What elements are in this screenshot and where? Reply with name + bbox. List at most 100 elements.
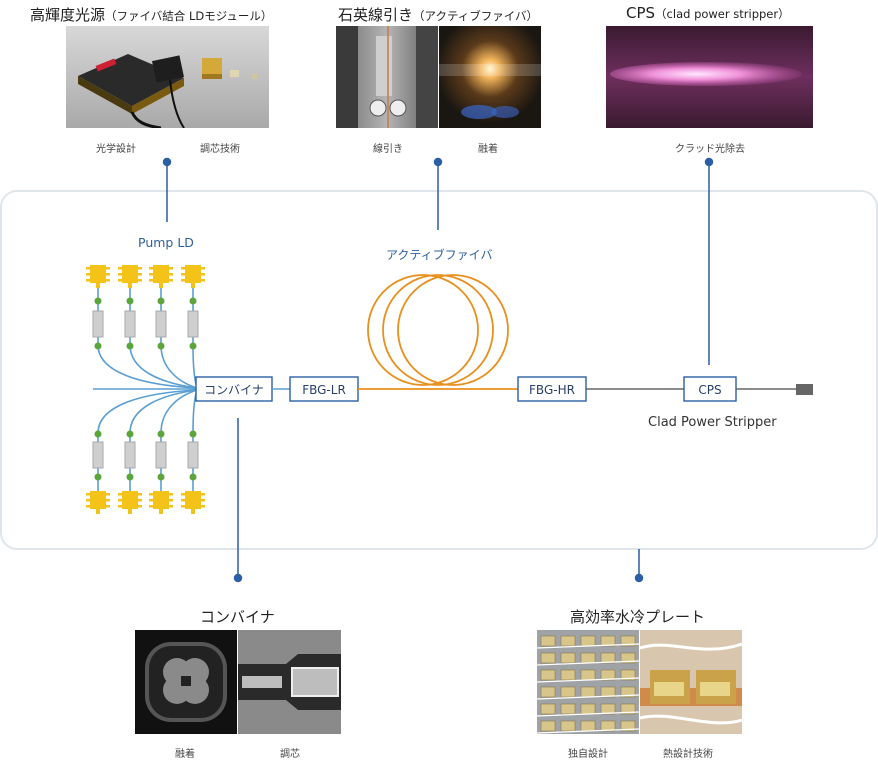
pump-ld-top-2: [149, 265, 173, 288]
pump-ld-top-3: [181, 265, 205, 288]
plate-design-photo: [537, 630, 639, 734]
plate-module-0-0: [540, 635, 556, 647]
combiner-box: [195, 376, 273, 402]
caption-fusion: 融着: [478, 144, 498, 155]
plate-module-2-1: [560, 669, 576, 681]
ld-module-photo: [66, 26, 269, 128]
plate-wire-4: [537, 711, 639, 717]
plate-thermal-photo: [640, 630, 742, 734]
joint-top-b-2: [157, 342, 165, 350]
joint-bottom-b-1: [126, 473, 134, 481]
fbg-hr-label: FBG-HR: [529, 383, 575, 397]
plate-wire-3: [537, 694, 639, 700]
connector-dot-cps: [704, 157, 714, 167]
caption-optical-design: 光学設計: [96, 144, 136, 155]
joint-top-a-1: [126, 297, 134, 305]
connector-dot-combiner: [233, 573, 243, 583]
plate-module-3-3: [600, 686, 616, 698]
plate-module-0-4: [620, 635, 636, 647]
combiner-box-label: コンバイナ: [204, 383, 264, 397]
isolator-bottom-0: [92, 441, 104, 469]
active-fiber-coil: [358, 274, 518, 390]
pump-ld-bottom-3: [181, 491, 205, 514]
connector-dot-laser: [162, 157, 172, 167]
joint-bottom-a-2: [157, 430, 165, 438]
plate-wire-0: [537, 643, 639, 649]
plate-module-4-3: [600, 703, 616, 715]
combiner-cross-section-photo: [135, 630, 237, 734]
joint-top-a-2: [157, 297, 165, 305]
joint-bottom-a-1: [126, 430, 134, 438]
active-fiber-label: アクティブファイバ: [386, 248, 493, 262]
draw-title: 石英線引き（アクティブファイバ）: [338, 6, 539, 24]
joint-top-a-3: [189, 297, 197, 305]
caption-combiner-fusion: 融着: [175, 749, 195, 760]
joint-top-a-0: [94, 297, 102, 305]
isolator-bottom-3: [187, 441, 199, 469]
joint-bottom-a-3: [189, 430, 197, 438]
isolator-top-1: [124, 310, 136, 338]
fiber-draw-machine-photo: [336, 26, 438, 128]
plate-module-5-2: [580, 720, 596, 732]
fbg-lr-box: [289, 376, 359, 402]
plate-module-5-3: [600, 720, 616, 732]
caption-thermal-design: 熱設計技術: [663, 749, 713, 760]
pump-ld-top-0: [86, 265, 110, 288]
plate-module-1-3: [600, 652, 616, 664]
caption-combiner-alignment: 調芯: [280, 749, 300, 760]
plate-module-3-0: [540, 686, 556, 698]
cps-glow-photo: [606, 26, 813, 128]
plate-module-5-0: [540, 720, 556, 732]
plate-wire-1: [537, 660, 639, 666]
combiner-title: コンバイナ: [200, 608, 275, 626]
caption-original-design: 独自設計: [568, 749, 608, 760]
combiner-alignment-photo: [238, 630, 341, 734]
plate-module-1-4: [620, 652, 636, 664]
joint-top-b-0: [94, 342, 102, 350]
isolator-bottom-1: [124, 441, 136, 469]
plate-module-4-0: [540, 703, 556, 715]
output-end: [796, 384, 813, 395]
joint-top-b-3: [189, 342, 197, 350]
plate-module-5-4: [620, 720, 636, 732]
joint-top-b-1: [126, 342, 134, 350]
cps-box: [683, 376, 737, 402]
cps-title: CPS（clad power stripper）: [626, 4, 790, 22]
caption-alignment: 調芯技術: [200, 144, 240, 155]
plate-module-4-4: [620, 703, 636, 715]
plate-module-2-0: [540, 669, 556, 681]
joint-bottom-a-0: [94, 430, 102, 438]
isolator-top-0: [92, 310, 104, 338]
connector-dot-draw: [433, 157, 443, 167]
joint-bottom-b-2: [157, 473, 165, 481]
plate-module-1-2: [580, 652, 596, 664]
plate-module-5-1: [560, 720, 576, 732]
isolator-top-2: [155, 310, 167, 338]
plate-wire-5: [537, 728, 639, 734]
cps-full-label: Clad Power Stripper: [648, 415, 777, 430]
pump-ld-bottom-2: [149, 491, 173, 514]
fbg-lr-label: FBG-LR: [302, 383, 346, 397]
plate-module-3-2: [580, 686, 596, 698]
pump-ld-label: Pump LD: [138, 235, 194, 250]
caption-clad-removal: クラッド光除去: [675, 144, 745, 155]
isolator-top-3: [187, 310, 199, 338]
diagram-frame: [0, 190, 878, 550]
caption-drawing: 線引き: [373, 144, 403, 155]
fiber-fusion-photo: [439, 26, 541, 128]
plate-module-3-4: [620, 686, 636, 698]
plate-module-4-1: [560, 703, 576, 715]
plate-module-2-4: [620, 669, 636, 681]
joint-bottom-b-3: [189, 473, 197, 481]
plate-module-2-2: [580, 669, 596, 681]
pump-ld-bottom-1: [118, 491, 142, 514]
plate-module-1-0: [540, 652, 556, 664]
laser-title: 高輝度光源（ファイバ結合 LDモジュール）: [30, 6, 273, 24]
plate-wire-2: [537, 677, 639, 683]
plate-title: 高効率水冷プレート: [570, 608, 706, 626]
plate-module-0-1: [560, 635, 576, 647]
isolator-bottom-2: [155, 441, 167, 469]
plate-module-1-1: [560, 652, 576, 664]
plate-module-0-2: [580, 635, 596, 647]
